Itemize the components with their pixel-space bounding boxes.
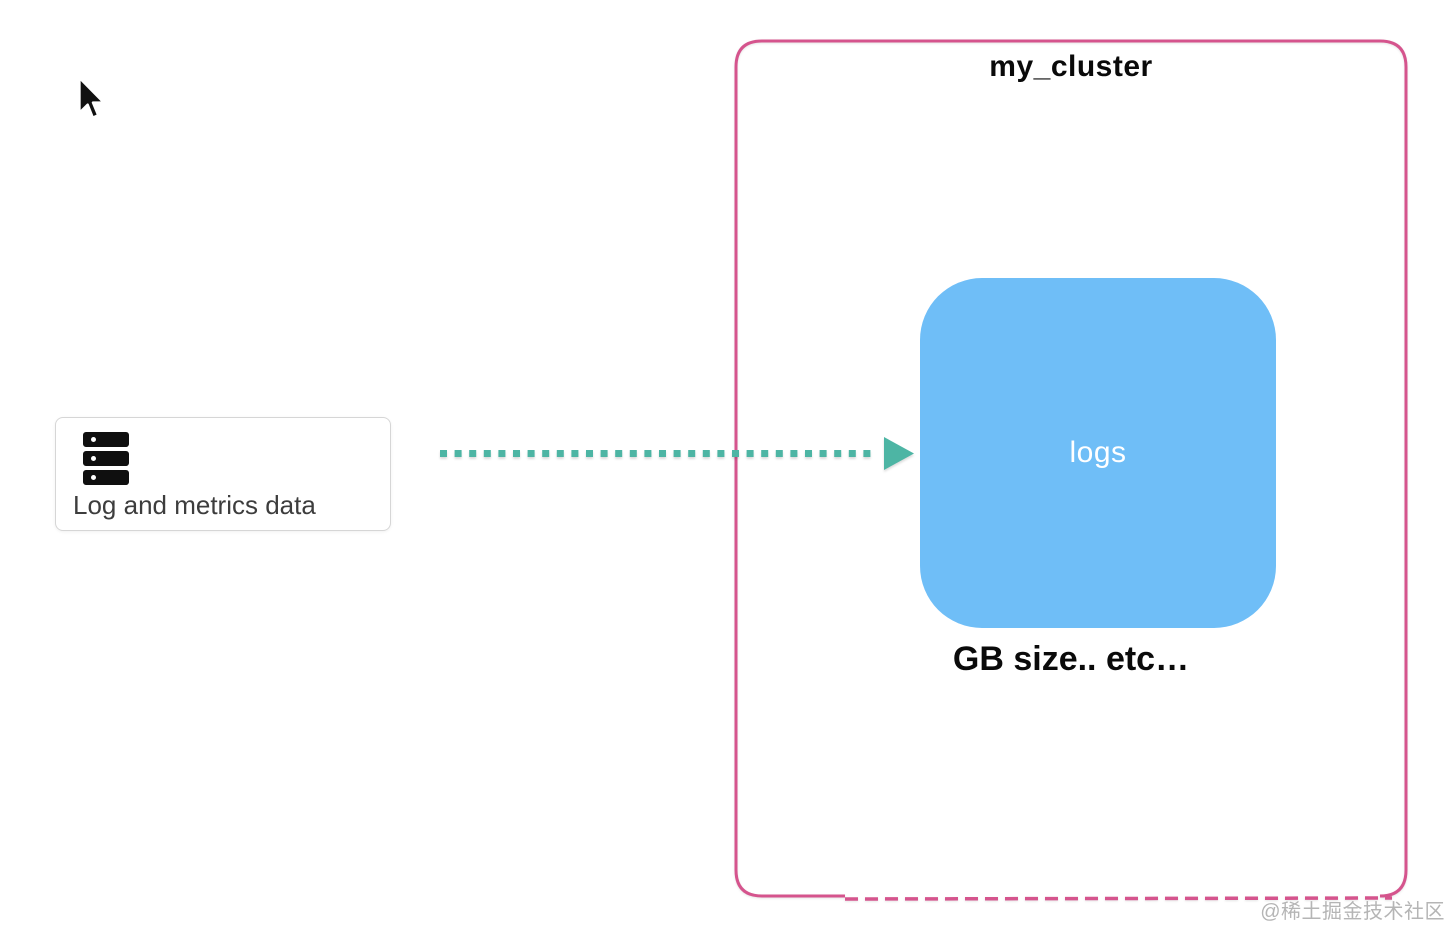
arrow-head-icon bbox=[884, 437, 914, 470]
logs-node-label: logs bbox=[1069, 436, 1127, 469]
watermark: @稀土掘金技术社区 bbox=[1260, 901, 1445, 923]
cluster-title: my_cluster bbox=[989, 50, 1153, 83]
cluster-boundary bbox=[734, 39, 1408, 901]
server-stack-icon bbox=[83, 432, 129, 489]
server-bar bbox=[83, 470, 129, 485]
server-bar bbox=[83, 451, 129, 466]
data-flow-arrow bbox=[440, 437, 914, 470]
cluster-border-dashed bbox=[844, 896, 1393, 901]
logs-node[interactable]: logs bbox=[920, 278, 1276, 628]
node-caption: GB size.. etc… bbox=[952, 640, 1190, 678]
cluster-border-solid bbox=[734, 39, 1408, 898]
source-node[interactable]: Log and metrics data bbox=[55, 417, 391, 531]
server-bar bbox=[83, 432, 129, 447]
mouse-cursor-icon bbox=[78, 76, 105, 119]
source-node-label: Log and metrics data bbox=[73, 490, 316, 520]
